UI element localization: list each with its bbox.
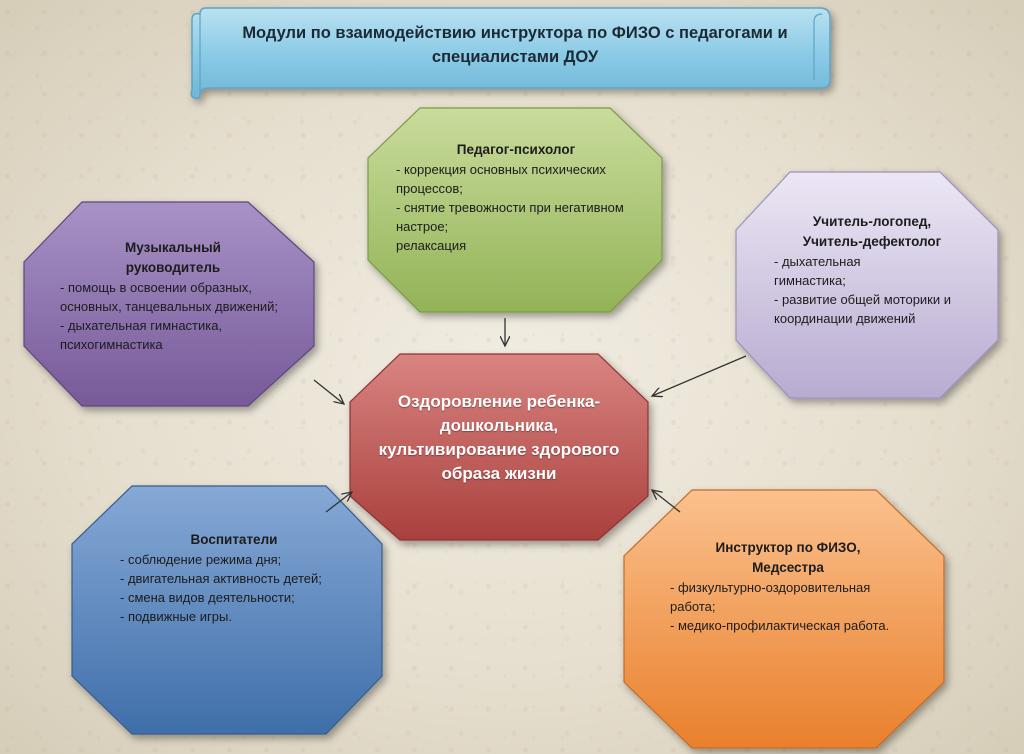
octagon-speech [735,171,999,399]
arrow-speech-to-center [652,355,747,396]
node-title: Воспитатели [190,532,278,547]
title-scroll [190,7,831,100]
octagon-instructor [623,489,945,749]
octagon-psychologist [367,107,663,313]
node-title: Инструктор по ФИЗО, Медсестра [715,540,861,575]
node-title: Музыкальный руководитель [125,240,221,275]
node-psychologist: Педагог-психолог - коррекция основных пс… [396,140,636,255]
node-item: - медико-профилактическая работа. [670,618,890,633]
node-item: - снятие тревожности при негативном наст… [396,200,624,234]
node-item: - помощь в освоении образных, основных, … [60,280,279,314]
node-educators: Воспитатели - соблюдение режима дня; - д… [120,530,348,626]
node-item: - дыхательная гимнастика, психогимнастик… [60,318,223,352]
octagon-educators [71,485,383,735]
diagram-title: Модули по взаимодействию инструктора по … [242,24,788,66]
node-item: - коррекция основных психических процесс… [396,162,606,196]
node-item: - физкультурно-оздоровительная работа; [670,580,871,614]
arrow-educators-to-center [325,492,352,513]
octagon-center [349,353,649,541]
node-item: - развитие общей моторики и координации … [774,292,952,326]
node-item: - соблюдение режима дня; [120,552,282,567]
node-music: Музыкальный руководитель - помощь в осво… [60,238,286,354]
node-item: - двигательная активность детей; [120,571,322,586]
node-title: Учитель-логопед, Учитель-дефектолог [802,214,942,249]
octagon-music [23,201,315,407]
node-item: - смена видов деятельности; [120,590,295,605]
node-instructor: Инструктор по ФИЗО, Медсестра - физкульт… [670,538,906,635]
arrow-music-to-center [313,379,344,404]
center-label: Оздоровление ребенка-дошкольника, культи… [378,392,620,483]
node-item: - дыхательная гимнастика; [774,254,861,288]
node-title: Педагог-психолог [456,142,576,157]
node-item: релаксация [396,238,467,253]
node-speech: Учитель-логопед, Учитель-дефектолог - ды… [774,212,970,328]
node-item: - подвижные игры. [120,609,232,624]
arrow-instructor-to-center [652,490,681,513]
